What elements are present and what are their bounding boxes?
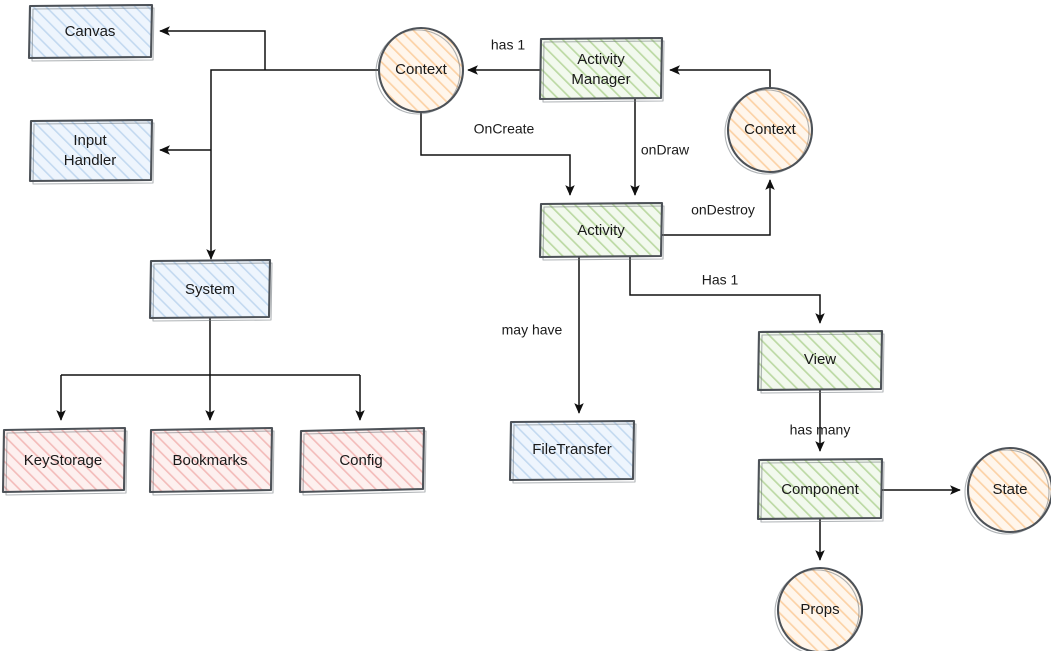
node-filetransfer[interactable]: FileTransfer bbox=[508, 419, 637, 484]
node-props[interactable]: Props bbox=[774, 566, 864, 651]
edge-context-1-to-activity[interactable]: OnCreate bbox=[420, 112, 575, 196]
edges-layer: has 1 bbox=[56, 26, 961, 561]
edge-label-oncreate: OnCreate bbox=[474, 121, 535, 137]
node-keystorage[interactable]: KeyStorage bbox=[1, 426, 128, 496]
node-activity[interactable]: Activity bbox=[538, 201, 665, 261]
node-component[interactable]: Component bbox=[756, 457, 885, 523]
node-system[interactable]: System bbox=[148, 258, 273, 322]
edge-activity-to-context-2[interactable]: onDestroy bbox=[662, 179, 775, 236]
edge-activity-manager-to-context-1[interactable]: has 1 bbox=[467, 37, 540, 75]
edge-view-to-component[interactable]: has many bbox=[790, 390, 851, 452]
edge-context-2-to-activity-manager[interactable] bbox=[669, 65, 771, 88]
edge-label-has-1: has 1 bbox=[491, 37, 525, 53]
node-state[interactable]: State bbox=[964, 446, 1051, 535]
edge-label-ondestroy: onDestroy bbox=[691, 202, 755, 218]
node-view[interactable]: View bbox=[756, 329, 885, 394]
edge-context-1-to-system[interactable] bbox=[206, 69, 379, 260]
edge-system-fanout[interactable] bbox=[56, 318, 365, 421]
node-bookmarks[interactable]: Bookmarks bbox=[148, 426, 275, 496]
edge-activity-to-view[interactable]: Has 1 bbox=[629, 257, 825, 324]
edge-trunk-to-canvas[interactable] bbox=[159, 26, 266, 70]
node-config[interactable]: Config bbox=[298, 426, 427, 496]
node-activity-manager[interactable]: Activity Manager bbox=[538, 36, 665, 103]
node-input-handler[interactable]: Input Handler bbox=[28, 118, 155, 185]
edge-activity-manager-to-activity[interactable]: onDraw bbox=[630, 99, 690, 196]
edge-label-has-1-view: Has 1 bbox=[702, 272, 739, 288]
node-context-1[interactable]: Context bbox=[375, 26, 465, 115]
edge-label-may-have: may have bbox=[502, 322, 563, 338]
node-context-2[interactable]: Context bbox=[724, 86, 814, 175]
node-canvas[interactable]: Canvas bbox=[27, 3, 155, 62]
edge-activity-to-filetransfer[interactable]: may have bbox=[502, 257, 584, 414]
edge-label-has-many: has many bbox=[790, 422, 851, 438]
edge-label-ondraw: onDraw bbox=[641, 142, 690, 158]
